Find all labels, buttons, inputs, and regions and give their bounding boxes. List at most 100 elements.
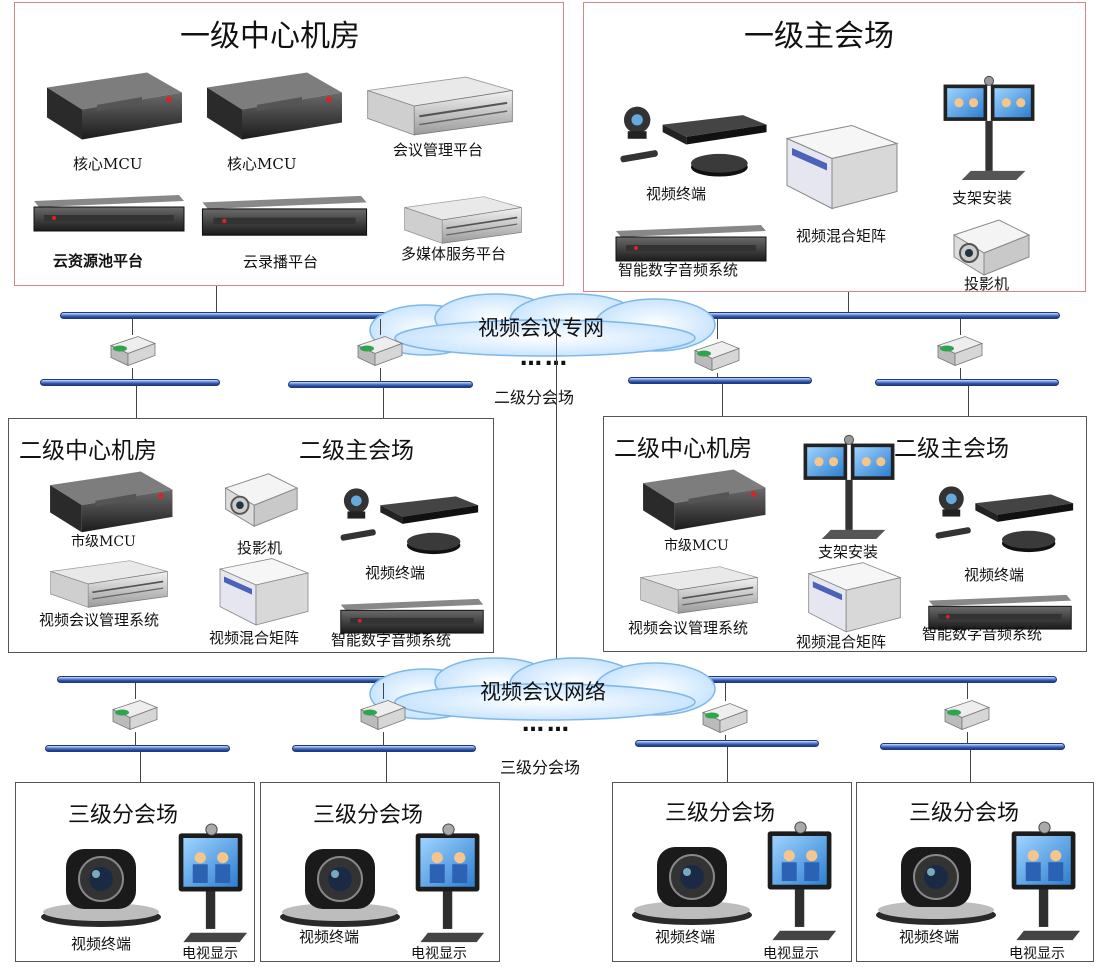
connector-line — [132, 368, 133, 380]
connector-line — [722, 384, 723, 416]
network-bus-branch — [880, 743, 1065, 750]
device-label: 支架安装 — [818, 543, 879, 561]
device-label: 电视显示 — [1009, 946, 1065, 962]
connector-line — [383, 732, 384, 746]
device-label: 核心MCU — [73, 155, 143, 173]
connector-line — [725, 735, 726, 741]
device-label: 视频终端 — [646, 185, 707, 203]
device-label: 视频终端 — [71, 935, 132, 953]
level1-main-venue-box: 一级主会场 视频终端 视频混合矩阵 支架安装 智能数字音频系统 投影机 — [583, 2, 1086, 293]
level3-site-box: 三级分会场 视频终端 电视显示 — [856, 782, 1094, 962]
network-bus-branch — [288, 381, 473, 388]
projector-device — [944, 215, 1034, 280]
network1-label: 视频会议专网 — [478, 316, 604, 340]
device-label: 视频终端 — [964, 566, 1025, 584]
stand-mount-device — [939, 75, 1039, 185]
network2-label: 视频会议网络 — [480, 680, 606, 704]
connector-line — [386, 752, 387, 782]
cloud-recording-platform-device — [197, 193, 372, 238]
device-label: 电视显示 — [411, 946, 467, 962]
network-bus-branch — [40, 379, 220, 386]
conference-camera-device — [36, 839, 166, 929]
level1-main-venue-title: 一级主会场 — [744, 19, 894, 54]
device-label: 支架安装 — [952, 189, 1013, 207]
cloud-resource-pool-device — [29, 193, 189, 233]
connector-line — [970, 750, 971, 782]
device-label: 视频会议管理系统 — [39, 611, 160, 629]
network-bus-branch — [628, 377, 812, 384]
network2-sub-label: 三级分会场 — [500, 758, 581, 777]
router-icon — [700, 700, 750, 736]
device-label: 智能数字音频系统 — [618, 261, 739, 279]
level2-main-venue-title: 二级主会场 — [299, 438, 414, 464]
device-label: 云资源池平台 — [53, 252, 144, 270]
level1-center-room-title: 一级中心机房 — [180, 19, 360, 54]
level2-right-box: 二级中心机房 二级主会场 市级MCU 支架安装 视频终端 视频会议管理系统 视频… — [603, 416, 1087, 652]
level3-site-title: 三级分会场 — [909, 801, 1020, 826]
device-label: 视频混合矩阵 — [796, 633, 887, 651]
level2-main-venue-title: 二级主会场 — [894, 436, 1009, 462]
router-icon — [110, 697, 160, 733]
level3-site-box: 三级分会场 视频终端 电视显示 — [260, 782, 500, 962]
connector-line — [132, 319, 133, 335]
router-icon — [935, 333, 985, 369]
connector-line — [216, 286, 217, 316]
router-icon — [942, 697, 992, 733]
tv-monitor-device — [763, 819, 838, 943]
device-label: 市级MCU — [71, 534, 136, 550]
device-label: 视频会议管理系统 — [628, 619, 749, 637]
core-mcu-device-1 — [37, 65, 187, 145]
level2-left-box: 二级中心机房 二级主会场 市级MCU 投影机 视频终端 视频会议管理系统 视频混… — [8, 418, 494, 653]
video-mixing-matrix-device — [782, 121, 902, 216]
device-label: 会议管理平台 — [393, 141, 484, 159]
connector-line — [848, 292, 849, 316]
connector-line — [727, 747, 728, 782]
conference-camera-device — [627, 837, 757, 927]
device-label: 视频终端 — [365, 564, 426, 582]
device-label: 电视显示 — [182, 946, 238, 962]
device-label: 投影机 — [964, 275, 1010, 293]
level3-site-title: 三级分会场 — [665, 801, 776, 826]
conference-management-system-device — [29, 559, 189, 609]
device-label: 投影机 — [237, 539, 283, 557]
stand-mount-device — [799, 433, 899, 545]
video-mixing-matrix-device — [214, 557, 314, 629]
connector-line — [968, 386, 969, 416]
video-mixing-matrix-device — [802, 561, 907, 636]
connector-line — [383, 388, 384, 418]
connector-line — [967, 683, 968, 699]
device-label: 电视显示 — [763, 946, 819, 962]
video-terminal-device — [606, 101, 776, 186]
router-icon — [692, 338, 742, 374]
connector-line — [725, 683, 726, 701]
level3-site-box: 三级分会场 视频终端 电视显示 — [15, 782, 255, 962]
ellipsis-dots: …… — [522, 712, 572, 737]
connector-line — [383, 683, 384, 699]
tv-monitor-device — [174, 821, 249, 945]
device-label: 智能数字音频系统 — [331, 631, 452, 649]
multimedia-service-platform-device — [383, 195, 543, 245]
tv-monitor-device — [411, 821, 486, 945]
connector-line — [556, 319, 557, 677]
device-label: 多媒体服务平台 — [401, 245, 507, 263]
tv-monitor-device — [1007, 819, 1082, 943]
level1-center-room-box: 一级中心机房 核心MCU 核心MCU 会议管理平台 云资源池平台 云录播平台 多… — [14, 2, 564, 286]
router-icon — [108, 333, 158, 369]
level2-center-room-title: 二级中心机房 — [614, 436, 752, 462]
device-label: 视频混合矩阵 — [209, 629, 300, 647]
device-label: 视频终端 — [299, 928, 360, 946]
level3-site-title: 三级分会场 — [68, 803, 179, 828]
network-bus-branch — [635, 740, 819, 747]
level2-center-room-title: 二级中心机房 — [19, 438, 157, 464]
core-mcu-device-2 — [197, 65, 347, 145]
video-terminal-device — [327, 483, 487, 563]
level3-site-title: 三级分会场 — [313, 803, 424, 828]
network1-sub-label: 二级分会场 — [494, 388, 575, 407]
connector-line — [960, 319, 961, 335]
city-mcu-device — [632, 465, 772, 533]
router-icon — [355, 333, 405, 369]
conference-camera-device — [275, 839, 405, 929]
connector-line — [960, 368, 961, 380]
device-label: 市级MCU — [664, 538, 729, 554]
network-bus-branch — [875, 379, 1059, 386]
